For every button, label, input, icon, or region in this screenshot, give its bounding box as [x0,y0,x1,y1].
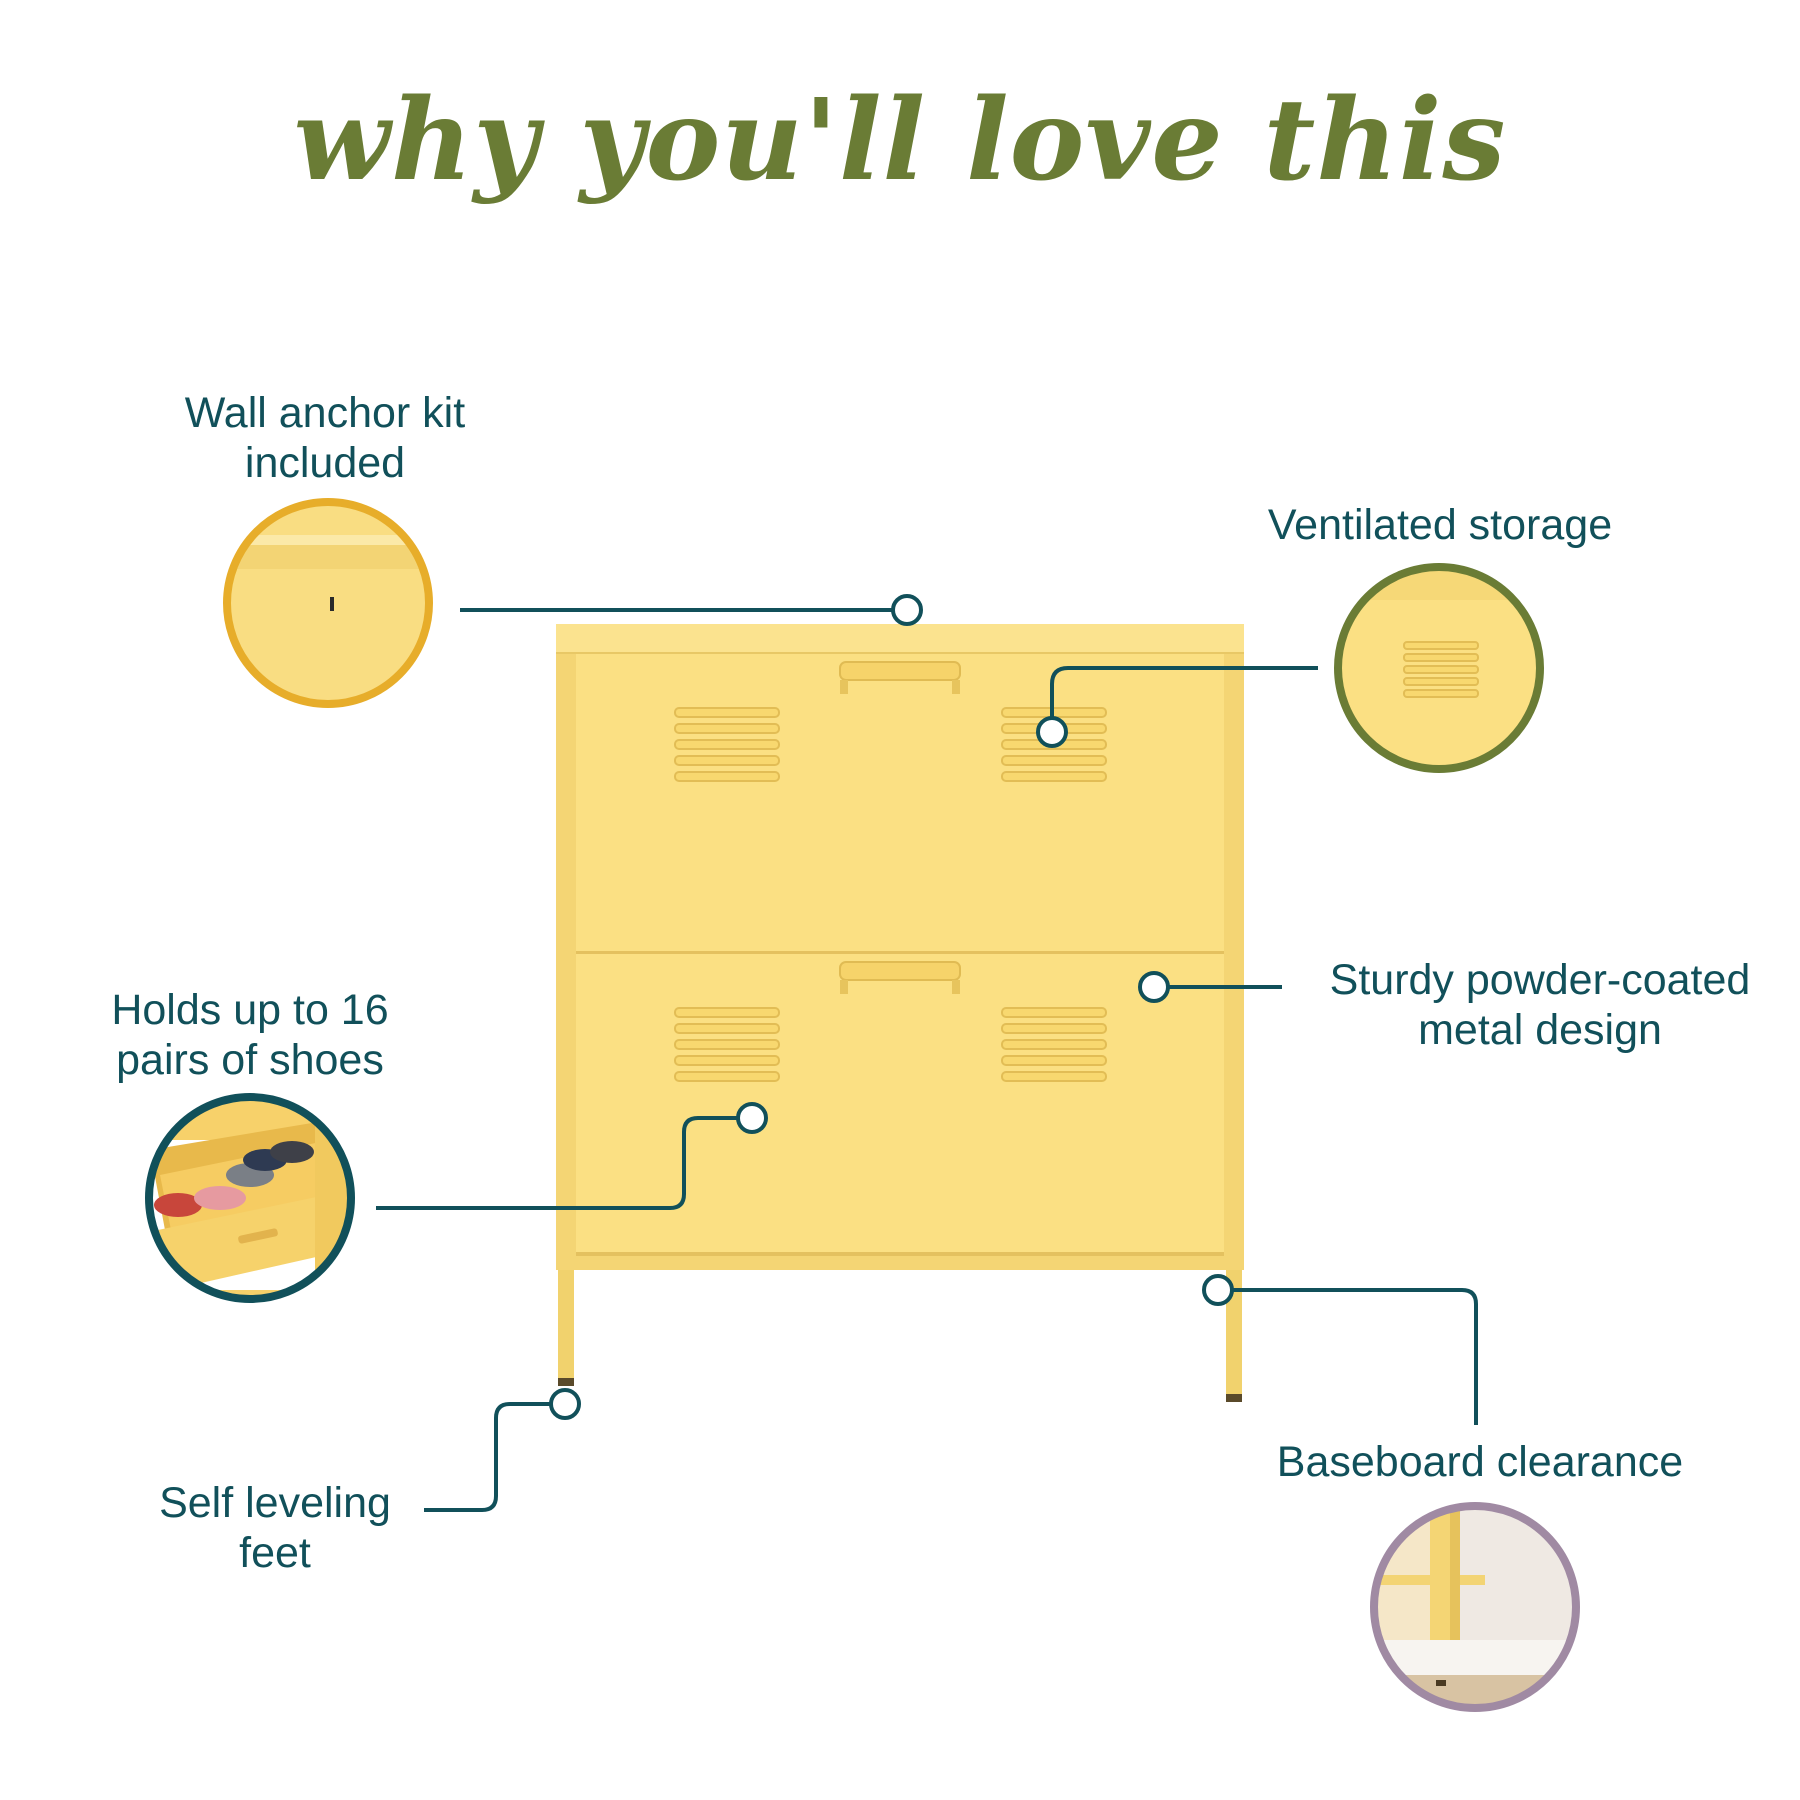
cabinet-lower-door [576,954,1224,1254]
cabinet-upper-door [576,654,1224,952]
detail-circle-ventilated [1334,563,1544,773]
page-title: why you'll love this [293,75,1507,206]
wall-anchor-line1: Wall anchor kit [184,389,466,437]
callout-shoes [376,1116,738,1210]
baseboard-line1: Baseboard clearance [1276,1438,1684,1486]
callout-baseboard [1232,1288,1478,1425]
ventilated-line1: Ventilated storage [1267,501,1613,549]
feature-label-sturdy: Sturdy powder-coated metal design [1300,955,1780,1055]
feet-line1: Self leveling [159,1479,391,1527]
shoe-red [154,1193,202,1217]
cabinet-top [556,624,1244,654]
shoes-line2: pairs of shoes [116,1036,384,1084]
lower-door-handle [839,961,961,981]
lower-right-vent [1001,1007,1107,1082]
cabinet-leg-left [558,1255,574,1383]
feature-label-baseboard: Baseboard clearance [1240,1437,1720,1487]
detail-circle-shoes [145,1093,355,1303]
callout-dot-wall-anchor [891,594,923,626]
callout-dot-baseboard [1202,1274,1234,1306]
callout-dot-sturdy [1138,971,1170,1003]
callout-dot-ventilated [1036,716,1068,748]
callout-feet [424,1402,551,1512]
feet-line2: feet [239,1529,311,1577]
lower-left-vent [674,1007,780,1082]
detail-circle-baseboard [1370,1502,1580,1712]
cabinet-leg-right [1226,1255,1242,1398]
feature-label-feet: Self leveling feet [130,1478,420,1578]
upper-left-vent [674,707,780,782]
wall-anchor-line2: included [244,439,406,487]
callout-ventilated [1050,666,1318,718]
sturdy-line2: metal design [1418,1006,1662,1054]
upper-door-handle [839,661,961,681]
sturdy-line1: Sturdy powder-coated [1329,956,1751,1004]
callout-dot-shoes [736,1102,768,1134]
shoe-pink [194,1186,246,1210]
feature-label-ventilated: Ventilated storage [1240,500,1640,550]
shoe-dark [270,1141,314,1163]
callout-lines [376,594,1478,1512]
feature-label-shoes: Holds up to 16 pairs of shoes [90,985,410,1085]
shoes-line1: Holds up to 16 [111,986,389,1034]
detail-circle-wall-anchor [223,498,433,708]
feature-label-wall-anchor: Wall anchor kit included [150,388,500,488]
shoe-cabinet [556,624,1244,1402]
callout-dot-feet [549,1388,581,1420]
